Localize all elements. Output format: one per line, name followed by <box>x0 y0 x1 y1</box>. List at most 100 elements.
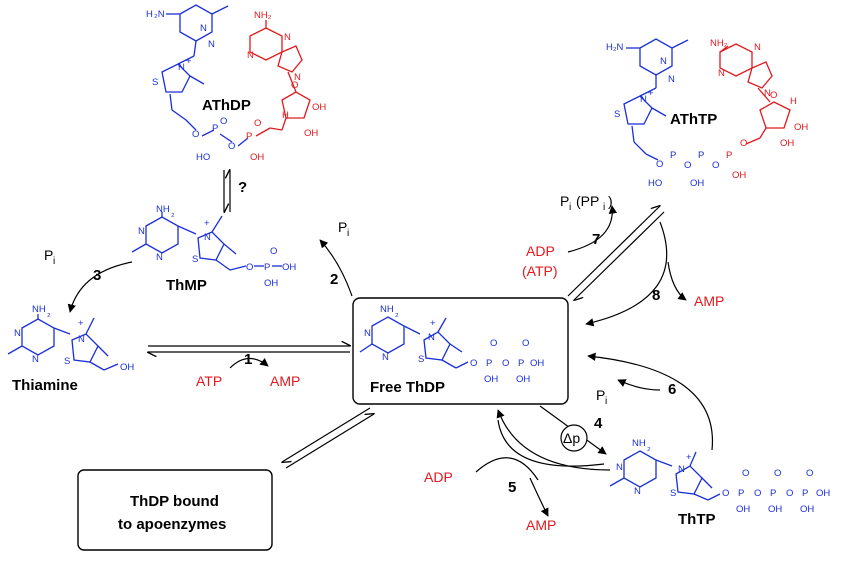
svg-text:H: H <box>790 96 797 107</box>
svg-text:O: O <box>220 116 227 127</box>
thiamine-label: Thiamine <box>12 377 78 394</box>
svg-text:OH: OH <box>732 170 746 181</box>
svg-text:N: N <box>204 232 211 243</box>
svg-text:O: O <box>786 488 793 499</box>
step-4-label: 4 <box>594 415 603 432</box>
step-5-amp-arc <box>529 477 549 517</box>
svg-text:P: P <box>770 488 776 499</box>
bound-line-2: to apoenzymes <box>118 516 226 533</box>
athdp-nh2: H <box>146 9 153 20</box>
svg-text:₂: ₂ <box>47 308 51 319</box>
athdp-thmp-equilibrium <box>224 170 230 212</box>
svg-text:N: N <box>208 39 215 50</box>
pi-7: P <box>560 193 569 209</box>
svg-text:N: N <box>764 88 771 99</box>
free-thdp-label: Free ThDP <box>370 379 445 396</box>
svg-text:P: P <box>212 123 218 134</box>
svg-text:N: N <box>200 23 207 34</box>
svg-text:OH: OH <box>484 374 498 385</box>
svg-text:+: + <box>186 56 192 67</box>
svg-text:S: S <box>152 77 158 88</box>
pi-3: P <box>44 247 53 263</box>
svg-text:O: O <box>246 262 253 273</box>
atp-1: ATP <box>196 373 222 389</box>
step-1-label: 1 <box>244 351 252 368</box>
thmp-label: ThMP <box>166 277 207 294</box>
svg-text:N: N <box>634 486 641 497</box>
svg-text:O: O <box>192 129 199 140</box>
svg-text:N: N <box>668 74 675 85</box>
athdp-structure: H ₂N N N N + S O P O HO O P OH O O OH OH… <box>146 4 326 163</box>
svg-text:N: N <box>78 334 85 345</box>
svg-text:i: i <box>569 202 571 213</box>
step-1-equilibrium <box>148 346 350 352</box>
dp-label: Δp <box>563 430 580 446</box>
svg-text:O: O <box>470 358 477 369</box>
svg-text:P: P <box>802 488 808 499</box>
svg-text:₂: ₂ <box>395 308 399 319</box>
svg-text:S: S <box>64 356 70 367</box>
svg-text:N: N <box>382 352 389 363</box>
svg-text:OH: OH <box>264 278 278 289</box>
step-7-label: 7 <box>592 231 600 248</box>
athtp-label: AThTP <box>670 111 717 128</box>
amp-1: AMP <box>270 373 300 389</box>
thiamine-structure: NH ₂ N N N + S OH <box>7 304 134 373</box>
svg-text:N: N <box>14 328 21 339</box>
svg-text:O: O <box>502 358 509 369</box>
step-5-arrow <box>496 409 611 471</box>
step-6-arrow <box>587 352 714 451</box>
step-6-pi-arc <box>617 379 661 391</box>
svg-text:N: N <box>156 252 163 263</box>
step-5-adp-arc <box>475 457 539 481</box>
svg-text:i: i <box>605 396 607 407</box>
free-thdp-box <box>352 297 569 405</box>
step-unknown: ? <box>238 179 247 196</box>
svg-text:N: N <box>284 32 291 43</box>
svg-text:O: O <box>522 338 529 349</box>
svg-text:(PP: (PP <box>576 193 599 209</box>
svg-text:O: O <box>656 159 663 170</box>
svg-text:i: i <box>347 228 349 239</box>
svg-text:O: O <box>684 160 691 171</box>
amp-8: AMP <box>694 293 724 309</box>
svg-text:i: i <box>53 256 55 267</box>
athtp-structure: H₂N N N N + S O P HO O P OH O P OH O O H… <box>606 38 808 189</box>
svg-text:P: P <box>698 150 704 161</box>
svg-text:+: + <box>686 452 692 463</box>
step-8-amp-arc <box>667 261 687 301</box>
svg-text:O: O <box>712 160 719 171</box>
svg-text:N: N <box>660 56 667 67</box>
step-3-arrow <box>67 261 133 313</box>
svg-text:O: O <box>490 338 497 349</box>
svg-text:P: P <box>738 488 744 499</box>
svg-text:OH: OH <box>516 374 530 385</box>
step-8-arrow <box>585 221 668 327</box>
svg-text:+: + <box>430 318 436 329</box>
svg-text:N: N <box>364 328 371 339</box>
svg-text:O: O <box>770 90 777 101</box>
pi-4: P <box>596 387 605 403</box>
svg-text:S: S <box>670 488 676 499</box>
bound-equilibrium <box>282 407 374 469</box>
svg-text:N: N <box>428 332 435 343</box>
svg-text:P: P <box>486 358 492 369</box>
svg-text:NH: NH <box>632 438 646 449</box>
svg-text:): ) <box>608 193 613 209</box>
step-7-cofactor-arc <box>567 205 618 253</box>
svg-text:OH: OH <box>794 122 808 133</box>
svg-text:O: O <box>270 246 277 257</box>
svg-text:OH: OH <box>530 358 544 369</box>
svg-text:OH: OH <box>312 102 326 113</box>
step-5-label: 5 <box>508 479 516 496</box>
svg-text:O: O <box>254 118 261 129</box>
svg-text:N: N <box>294 72 301 83</box>
thtp-structure: NH ₂ N N N + S O P O OH O P O OH O P O O… <box>609 438 830 515</box>
svg-text:OH: OH <box>120 362 134 373</box>
thtp-label: ThTP <box>678 511 716 528</box>
svg-text:OH: OH <box>768 504 782 515</box>
svg-text:N: N <box>678 464 685 475</box>
svg-text:NH: NH <box>380 304 394 315</box>
svg-text:O: O <box>722 488 729 499</box>
